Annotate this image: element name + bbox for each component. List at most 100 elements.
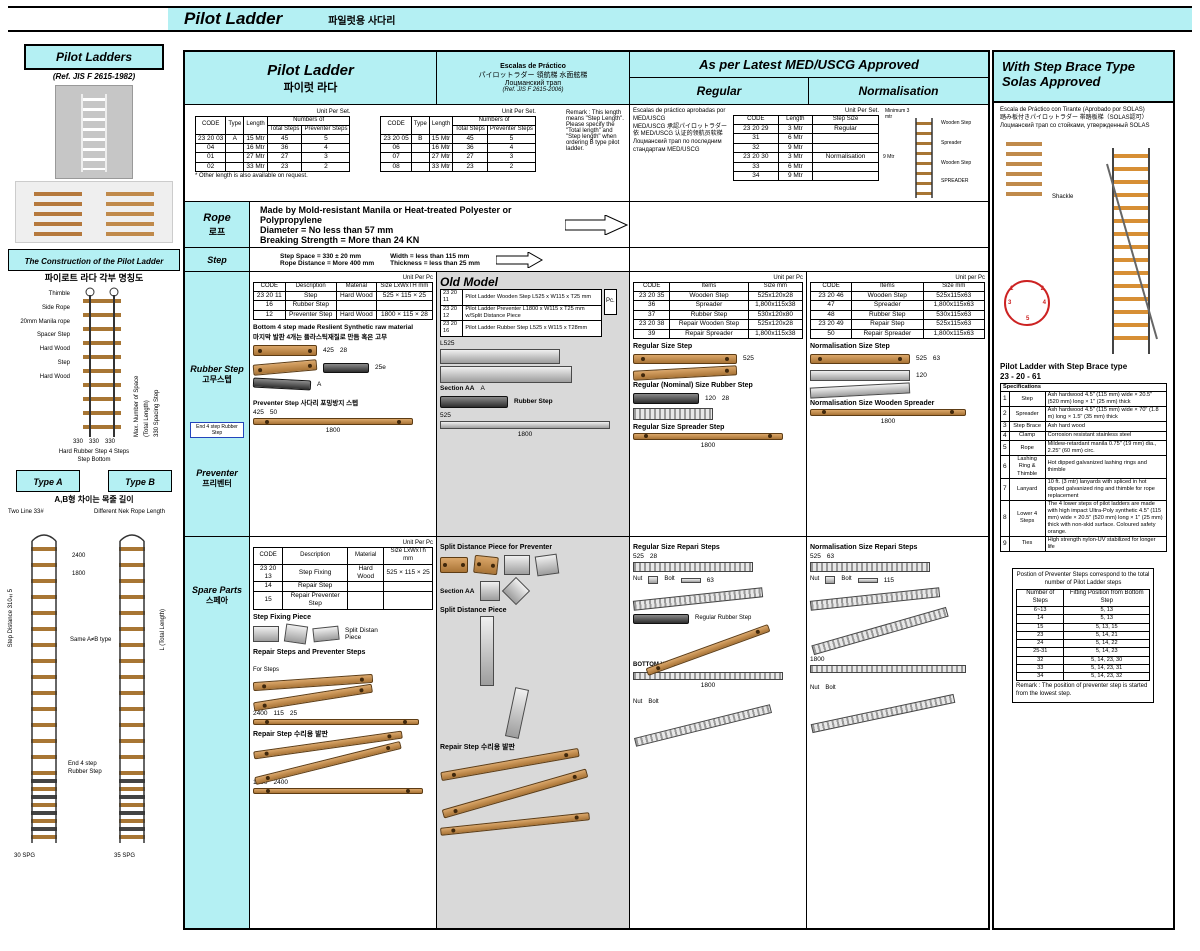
rubber-step-image: [440, 395, 508, 408]
section-title: Pilot Ladder: [267, 61, 354, 79]
coiled-ladder-sketch: [106, 192, 154, 236]
spec-line: Step Space = 330 ± 20 mm: [280, 252, 362, 260]
table-cell: 5, 13, 15: [1063, 622, 1150, 632]
table-cell: 02: [194, 161, 227, 173]
table-cell: 01: [194, 152, 227, 163]
table-cell: 32: [733, 142, 779, 154]
split-piece-image: [504, 555, 530, 575]
table-cell: 33 Mtr: [243, 161, 268, 173]
split-piece-image: [440, 557, 468, 573]
table-cell: 3: [486, 152, 536, 163]
regular-rubber-row: Regular Rubber Step: [633, 612, 803, 626]
table-cell: 5: [486, 133, 536, 145]
split-piece-image: [534, 553, 560, 577]
table-cell: 23 20 29: [733, 123, 779, 135]
table-row: CODE Description Material Size LxWxTh mm: [252, 547, 433, 565]
table-row: CODE Items Size mm: [809, 282, 985, 292]
dim-label: 525: [916, 355, 927, 363]
rubber-step-image: [252, 377, 312, 391]
dim-label: 28: [649, 553, 658, 560]
table-cell: Step: [1008, 391, 1046, 408]
col-header: Preventer Steps: [486, 124, 536, 135]
dim-label: 2400: [72, 553, 86, 560]
nut-label: Nut: [633, 576, 643, 583]
code-tables-band: Unit Per Set. CODE Type Length Numbers o…: [185, 105, 988, 202]
step-row-label: Step: [185, 248, 250, 271]
unit-label: Unit Per Pc: [402, 540, 433, 546]
table-cell: Pilot Ladder Rubber Step L525 x W115 x T…: [462, 320, 602, 337]
table-cell: 525x115x63: [922, 290, 985, 302]
dim-label: 63: [826, 553, 835, 560]
table-cell: 1,800x115x63: [922, 300, 985, 311]
table-a: CODE Type Length Numbers of Total Steps …: [194, 116, 351, 173]
table-cell: A: [225, 133, 245, 145]
long-repair-step-image: [253, 787, 423, 794]
table-cell: 5, 14, 22: [1063, 639, 1150, 649]
table-cell: Ties: [1008, 535, 1046, 552]
table-cell: 33: [733, 161, 779, 173]
table-cell: 23 20 46: [809, 290, 853, 302]
table-cell: 1,800x115x38: [747, 328, 804, 340]
old-rubber-row: Rubber Step: [440, 394, 626, 410]
spec-title: Specifications: [1000, 383, 1167, 393]
arrow-icon: [565, 214, 629, 235]
old-wooden-step-image: [440, 348, 560, 364]
table-cell: 1: [1000, 391, 1010, 408]
spare-parts-cell: Unit Per Pc CODE Description Material Si…: [250, 537, 437, 928]
col-header: Type: [225, 116, 245, 135]
table-b-remark: Remark : This length means "Step Length"…: [565, 110, 624, 152]
table-a-block: Unit Per Set. CODE Type Length Numbers o…: [194, 109, 351, 199]
regular-step-images: 525: [633, 352, 803, 366]
table-cell: Repair Step: [282, 581, 349, 592]
nut-label: Nut: [810, 576, 820, 583]
table-cell: 16 Mtr: [428, 143, 454, 154]
type-a-box: Type A: [16, 470, 80, 493]
diagram-label: 20mm Manila rope: [20, 318, 70, 325]
table-cell: [812, 142, 879, 154]
sidebar: Pilot Ladders (Ref. JIS F 2615-1982) The…: [8, 44, 180, 881]
preventer-dims: 425 50: [253, 409, 433, 416]
dim-label: 525: [440, 411, 451, 419]
page-title-kr: 파일럿용 사다리: [328, 15, 396, 27]
dim-label: Minimum 3 mtr: [885, 108, 910, 120]
table-cell: Corrosion resistant stainless steel: [1044, 430, 1168, 442]
table-cell: 39: [632, 328, 671, 340]
nut-bolt-row: Nut Bolt: [810, 685, 985, 693]
table-cell: Wooden Step: [851, 290, 924, 302]
type-note: A,B형 차이는 목줄 길이: [54, 495, 134, 505]
spec-line: Breaking Strength = More than 24 KN: [260, 234, 420, 245]
rope-label-kr: 로프: [208, 226, 226, 237]
col-header: Material: [335, 282, 377, 292]
dim-label: 63: [706, 576, 714, 584]
table-cell: [347, 590, 385, 610]
table-cell: 23 20 35: [632, 290, 671, 302]
regular-rubber-caption: Regular (Nominal) Size Rubber Step: [633, 381, 753, 389]
table-cell: 5, 14, 23: [1063, 647, 1150, 657]
unit-label: Unit per Pc: [955, 275, 985, 281]
table-cell: Rope: [1008, 440, 1046, 457]
table-cell: 5, 14, 23, 32: [1063, 672, 1150, 682]
table-cell: [225, 143, 245, 154]
preventer-label: Preventer: [196, 468, 238, 478]
diagram-label: Two Line 33#: [8, 509, 44, 516]
unit-label: Unit Per Set.: [501, 109, 536, 115]
unit-label: Unit Per Pc: [402, 275, 433, 281]
bolt-label: Bolt: [648, 698, 659, 705]
table-cell: 27 Mtr: [428, 152, 454, 163]
fixing-piece-image: [283, 623, 309, 645]
table-cell: Hard Wood: [335, 290, 377, 302]
rubber-step-image: [633, 392, 699, 404]
split-distance-label: Split Distan Piece: [345, 626, 378, 641]
